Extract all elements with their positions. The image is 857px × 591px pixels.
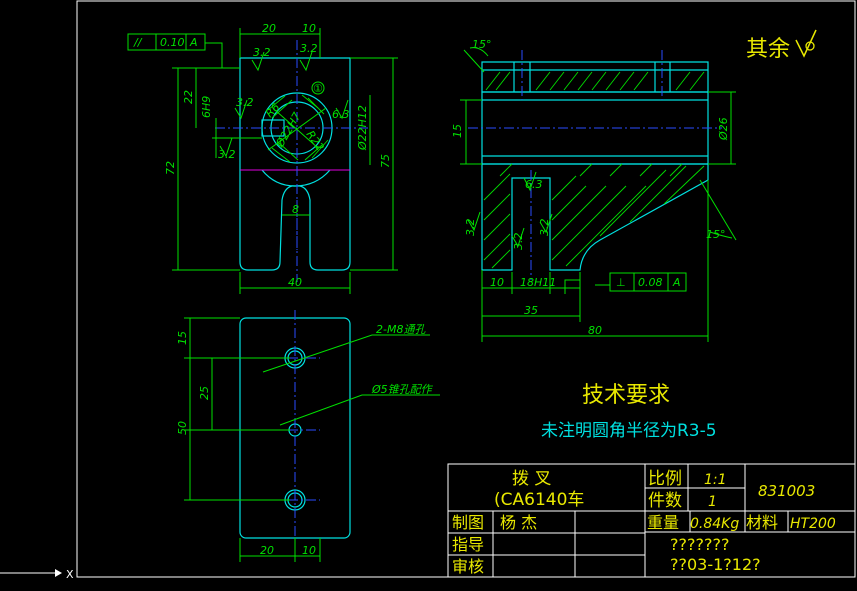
scale-label: 比例	[648, 469, 682, 489]
tech-title: 技术要求	[582, 383, 670, 408]
drawing-border	[76, 0, 856, 578]
side-dim-10: 10	[490, 276, 504, 289]
front-rough-63: 6.3	[332, 108, 350, 121]
side-rough-32-b: 3.2	[538, 219, 551, 237]
front-tolerance-frame	[127, 33, 206, 51]
part-name: 拨 叉	[512, 469, 551, 489]
front-rough-32-b: 3.2	[300, 42, 318, 55]
front-circle-mark: ①	[313, 82, 323, 95]
front-tol-datum: A	[189, 36, 198, 49]
side-dim-80: 80	[588, 324, 602, 337]
info-line-1: ???????	[670, 535, 729, 554]
bottom-hole-note: 2-M8通孔	[376, 323, 426, 336]
side-chamfer-top: 15°	[472, 38, 492, 51]
drawn-label: 制图	[452, 513, 484, 532]
drawing-number: 831003	[758, 482, 815, 500]
roughness-symbol-icon	[795, 29, 817, 58]
front-dim-22: 22	[182, 90, 195, 104]
side-rough-32-c: 3.2	[464, 219, 477, 237]
side-dim-15: 15	[451, 124, 464, 138]
bottom-dim-15: 15	[176, 331, 189, 345]
finish-note: 其余	[746, 37, 790, 62]
side-view	[460, 47, 737, 342]
front-dim-20: 20	[262, 22, 276, 35]
front-view	[172, 28, 398, 294]
side-tol-value: 0.08	[638, 276, 663, 289]
side-rough-63: 6.3	[525, 178, 543, 191]
front-fit-6h9: 6H9	[200, 96, 213, 118]
check-label: 审核	[452, 557, 484, 576]
bottom-dim-25: 25	[198, 386, 211, 400]
front-tol-value: 0.10	[160, 36, 185, 49]
front-dim-75: 75	[379, 154, 392, 168]
bottom-dim-10: 10	[302, 544, 316, 557]
bottom-dim-50: 50	[176, 421, 189, 435]
part-model: (CA6140车	[494, 490, 584, 510]
guide-label: 指导	[452, 535, 484, 554]
front-dia-22h12: Ø22H12	[356, 105, 369, 151]
front-r6: R6	[263, 101, 283, 121]
qty-value: 1	[708, 494, 717, 510]
scale-value: 1:1	[704, 472, 727, 488]
drawn-name: 杨 杰	[500, 513, 537, 532]
material-label: 材料	[746, 513, 778, 532]
side-tol-datum: A	[672, 276, 681, 289]
bottom-taper-note: Ø5锥孔配作	[371, 383, 434, 396]
front-dim-10: 10	[302, 22, 316, 35]
front-rough-32-c: 3.2	[236, 96, 254, 109]
bottom-view	[184, 310, 440, 562]
side-rough-32-a: 3.2	[512, 233, 525, 251]
front-tol-symbol: //	[133, 36, 143, 49]
side-tolerance-frame	[609, 272, 687, 292]
front-rough-32-d: 3.2	[218, 148, 236, 161]
ucs-icon: X	[0, 568, 74, 581]
front-dim-40: 40	[288, 276, 302, 289]
side-dim-35: 35	[524, 304, 538, 317]
side-dia-26: Ø26	[717, 117, 730, 141]
weight-label: 重量	[647, 513, 679, 532]
side-tol-symbol: ⊥	[616, 276, 626, 289]
info-line-2: ??03-1?12?	[670, 555, 761, 574]
svg-text:X: X	[66, 568, 74, 581]
side-chamfer-bottom: 15°	[706, 228, 726, 241]
front-dia-22h7: Ø22H7	[273, 110, 304, 150]
weight-value: 0.84Kg	[690, 516, 739, 532]
bottom-dim-20: 20	[260, 544, 274, 557]
tech-note: 未注明圆角半径为R3-5	[541, 421, 717, 441]
side-dim-18h11: 18H11	[520, 276, 556, 289]
front-dim-8: 8	[292, 203, 299, 216]
material-value: HT200	[790, 516, 836, 532]
front-rough-32-a: 3.2	[253, 46, 271, 59]
title-block	[447, 463, 856, 578]
qty-label: 件数	[648, 491, 682, 511]
front-dim-72: 72	[164, 161, 177, 175]
